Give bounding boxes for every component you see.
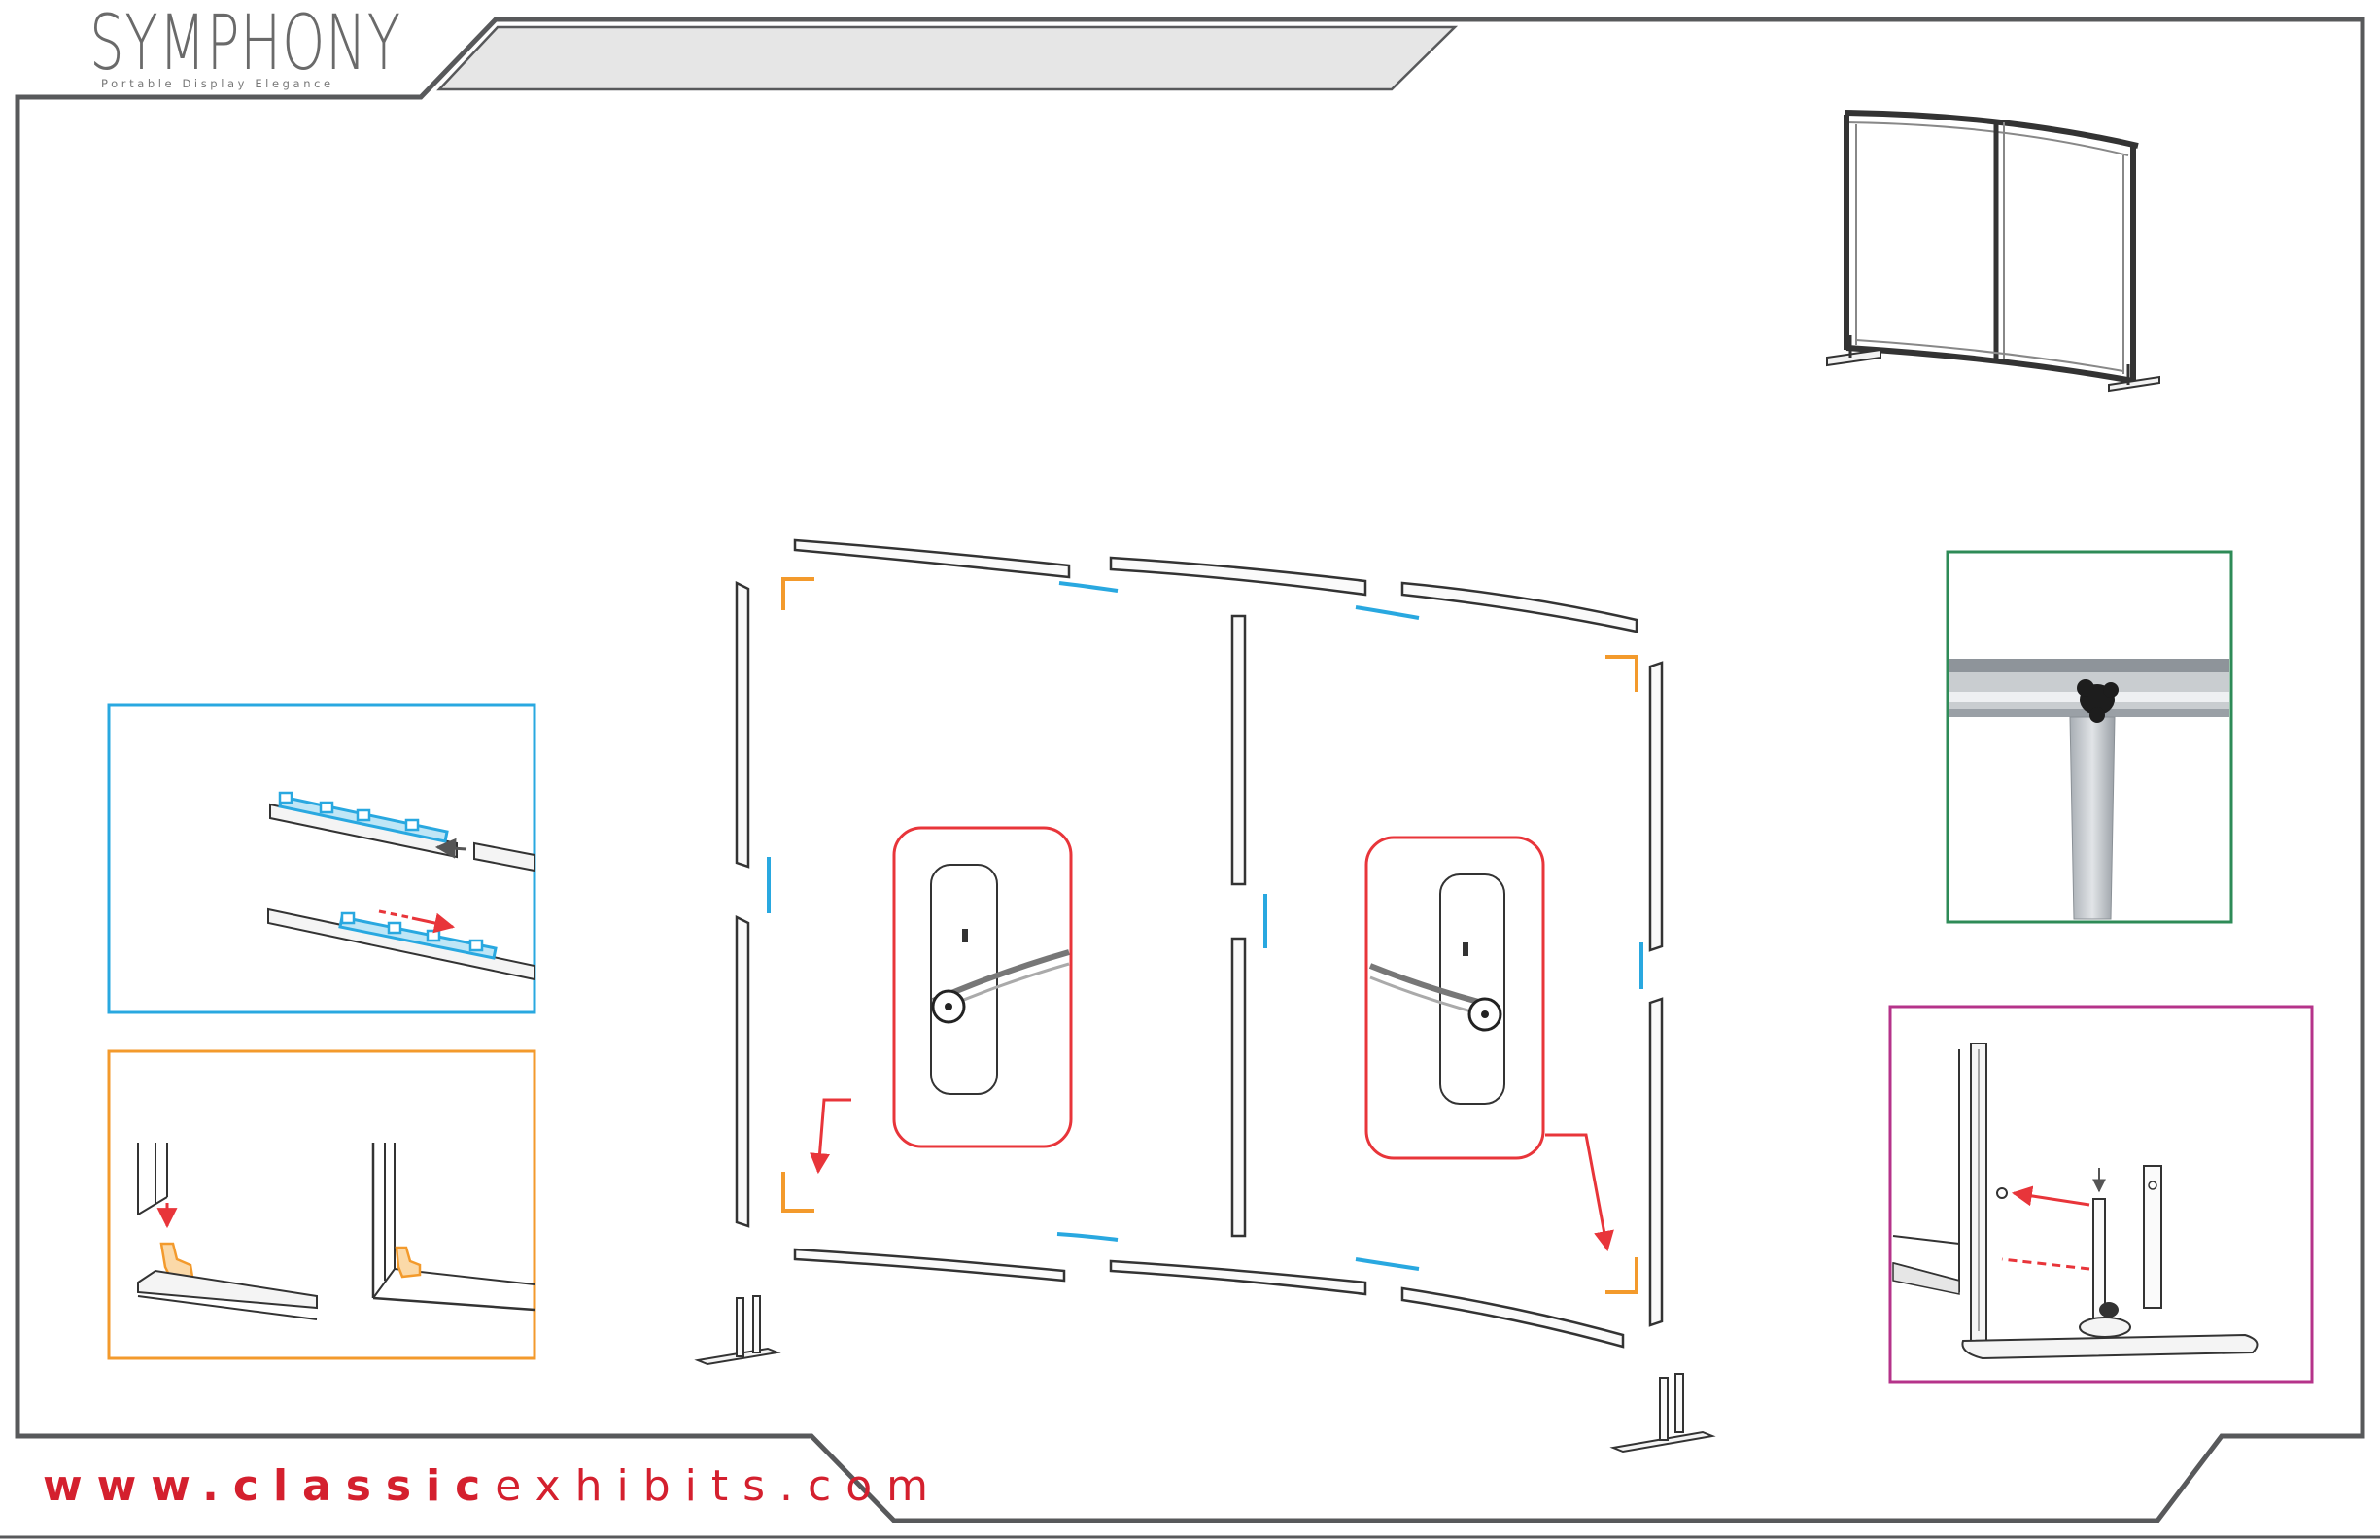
brand-logo-title: SYMPHONY <box>89 0 401 87</box>
brand-logo-tagline: Portable Display Elegance <box>101 77 334 90</box>
center-hub-callout-right <box>1366 838 1607 1249</box>
center-hub-callout-left <box>818 828 1071 1172</box>
spline-connector-detail <box>109 705 535 1012</box>
url-prefix: www. <box>43 1461 233 1511</box>
base-foot-detail <box>1890 1007 2312 1382</box>
url-suffix: exhibits.com <box>495 1461 943 1511</box>
tension-knob-detail <box>1948 552 2231 922</box>
corner-bracket-detail <box>109 1051 535 1358</box>
header-banner <box>439 27 1455 89</box>
curved-frame-icon <box>1827 113 2159 391</box>
url-brand: classic <box>233 1461 495 1511</box>
footer-website-url[interactable]: www.classicexhibits.com <box>43 1457 943 1516</box>
